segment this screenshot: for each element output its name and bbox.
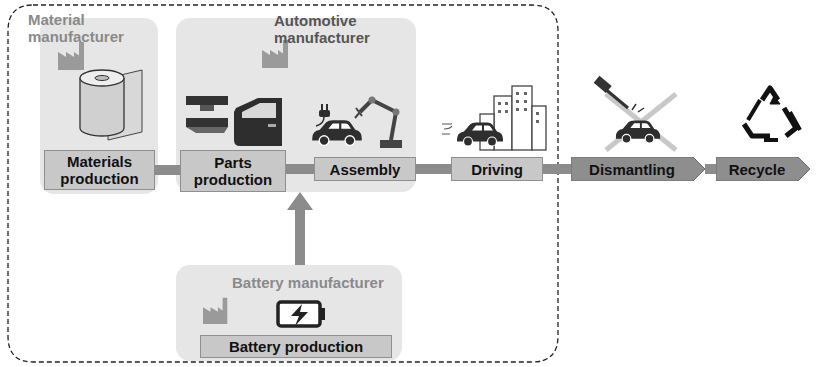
boundary	[8, 5, 558, 362]
flow-connector	[705, 164, 716, 174]
factory-icon	[262, 40, 288, 68]
arrow-outline	[716, 157, 810, 181]
process-box: Battery production	[200, 335, 392, 358]
assembly-scene	[312, 97, 402, 149]
flow-connector	[295, 210, 305, 265]
process-label: Driving	[471, 161, 523, 178]
process-label: Recycle	[729, 161, 786, 178]
manufacturer-panel: Parts productionAssemblyAutomotive manuf…	[176, 18, 416, 192]
flow-connector	[543, 164, 571, 174]
process-box: Materials production	[44, 150, 155, 190]
process-label: Assembly	[330, 161, 401, 178]
manufacturer-heading: Automotive manufacturer	[274, 12, 406, 46]
flow-connector	[155, 165, 180, 175]
flow-connector	[416, 164, 451, 174]
dismantling-scene	[594, 76, 676, 150]
process-label: Materials production	[45, 153, 154, 187]
factory-icon	[58, 42, 84, 70]
process-box: Dismantling	[571, 157, 705, 181]
process-box: Parts production	[180, 150, 286, 192]
process-label: Battery production	[229, 338, 363, 355]
factory-icon	[203, 298, 227, 324]
material-coil	[80, 70, 142, 140]
arrow-outline	[571, 157, 705, 181]
process-box: Recycle	[716, 157, 810, 181]
manufacturer-heading: Battery manufacturer	[232, 274, 398, 291]
process-label: Parts production	[181, 154, 285, 188]
flow-connector	[286, 164, 314, 174]
process-label: Dismantling	[589, 161, 675, 178]
process-box: Driving	[451, 157, 543, 181]
manufacturer-panel: Materials productionMaterial manufacture…	[40, 18, 158, 194]
battery-icon	[278, 302, 325, 326]
press-and-door	[186, 96, 282, 146]
driving-scene	[442, 86, 546, 150]
process-box: Assembly	[314, 157, 416, 181]
manufacturer-panel: Battery production Battery manufacturer	[176, 265, 402, 361]
manufacturer-heading: Material manufacturer	[28, 11, 140, 45]
recycle-symbol	[744, 88, 800, 140]
